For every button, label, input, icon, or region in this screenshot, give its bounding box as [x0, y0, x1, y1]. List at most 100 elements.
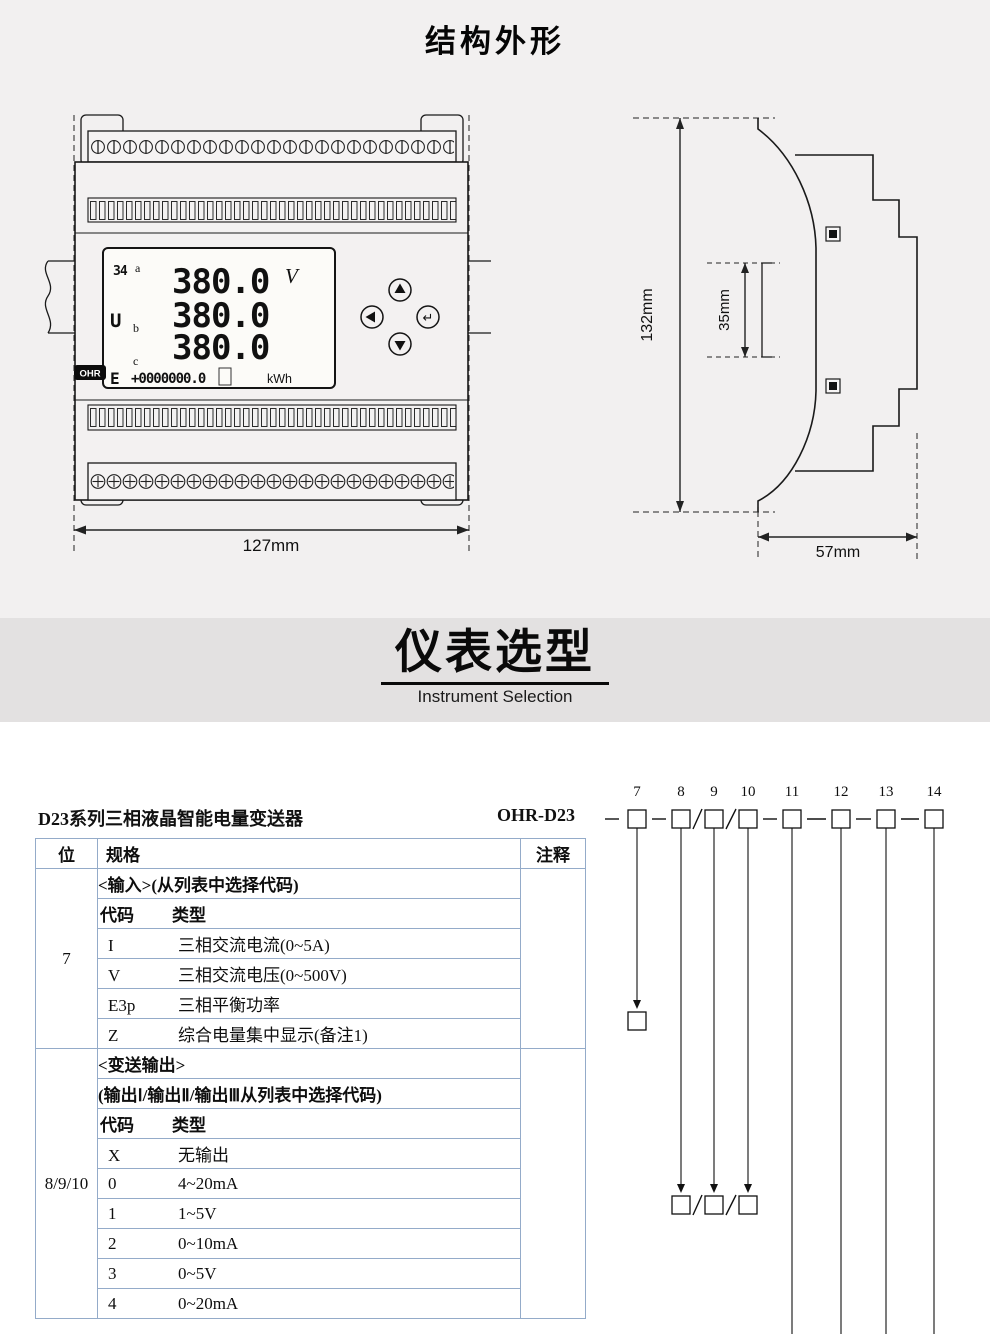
table-row: 2 0~10mA [36, 1228, 586, 1259]
order-box-7 [627, 809, 647, 829]
option-code: 4 [108, 1293, 117, 1313]
table-row: 1 1~5V [36, 1198, 586, 1229]
pos-value-8-9-10: 8/9/10 [35, 1048, 98, 1319]
option-type: 4~20mA [178, 1173, 239, 1193]
lcd-volt-unit: V [285, 264, 300, 288]
option-type: 三相交流电压(0~500V) [178, 966, 347, 985]
order-box-12 [831, 809, 851, 829]
order-code-diagram: 7 8 9 10 11 12 13 14 [605, 784, 944, 1334]
order-box-13 [876, 809, 896, 829]
table-row: 3 0~5V [36, 1258, 586, 1289]
button-glyphs: ↵ [365, 283, 433, 351]
selection-section: D23系列三相液晶智能电量变送器 OHR-D23 位 规格 注释 7 <输入>(… [35, 795, 586, 1319]
lcd-energy-unit: kWh [267, 372, 292, 386]
table-row: Z 综合电量集中显示(备注1) [36, 1018, 586, 1049]
option-code: 0 [108, 1173, 117, 1193]
group1-title: <输入>(从列表中选择代码) [97, 868, 521, 899]
option-code: Z [108, 1026, 119, 1045]
height-dimension [633, 117, 775, 513]
position-number-9: 9 [710, 784, 718, 800]
order-code-boxes [627, 809, 944, 829]
table-row: 7 <输入>(从列表中选择代码) [35, 868, 586, 1049]
order-box-14 [924, 809, 944, 829]
banner-subtitle: Instrument Selection [417, 687, 573, 706]
output3-target-box [738, 1195, 758, 1215]
col-header-pos: 位 [35, 838, 98, 869]
up-arrow-icon [394, 283, 406, 293]
option-type: 无输出 [178, 1146, 229, 1165]
option-code: E3p [108, 996, 136, 1015]
order-box-11 [782, 809, 802, 829]
option-type: 1~5V [178, 1203, 217, 1223]
option-code: 1 [108, 1203, 117, 1223]
position-number-13: 13 [879, 784, 894, 800]
lcd-voltage-row2: 380.0 [172, 296, 269, 336]
structure-title: 结构外形 [425, 24, 565, 59]
option-type: 三相交流电流(0~5A) [178, 936, 330, 955]
ventilation-ribs-top [87, 197, 457, 223]
option-type: 综合电量集中显示(备注1) [178, 1026, 368, 1045]
col-header-note: 注释 [520, 838, 586, 869]
table-row: X 无输出 [36, 1138, 586, 1169]
order-box-10 [738, 809, 758, 829]
rail-clip-screws [825, 226, 841, 394]
option-code: V [108, 966, 121, 985]
product-header-row: D23系列三相液晶智能电量变送器 OHR-D23 [35, 795, 585, 838]
option-type: 0~5V [178, 1263, 217, 1283]
connector-arrowheads [633, 1000, 752, 1193]
order-connector-lines [636, 828, 935, 1334]
type-header: 类型 [172, 906, 206, 925]
side-profile [757, 118, 918, 512]
lcd-phase-c-label: c [133, 354, 138, 368]
note-cell-group1 [520, 868, 586, 1049]
pos-value-7: 7 [35, 868, 98, 1049]
product-title: D23系列三相液晶智能电量变送器 [38, 809, 303, 829]
table-row: 代码类型 [36, 898, 586, 929]
enter-button-icon [416, 305, 440, 329]
lcd-display: 34 a 380.0 V U b 380.0 c 380.0 E +000000… [102, 247, 336, 389]
down-arrow-icon [394, 341, 406, 351]
order-box-9 [704, 809, 724, 829]
output2-target-box [704, 1195, 724, 1215]
position-number-11: 11 [785, 784, 799, 800]
group2-subtitle: (输出Ⅰ/输出Ⅱ/输出Ⅲ从列表中选择代码) [97, 1078, 521, 1109]
lcd-phase-b-label: b [133, 321, 139, 335]
col-header-spec: 规格 [97, 838, 521, 869]
side-clip-label: 35mm [716, 289, 733, 331]
brand-logo: OHR [74, 365, 106, 380]
clip-dimension [707, 262, 780, 358]
option-code: 3 [108, 1263, 117, 1283]
side-height-label: 132mm [639, 288, 656, 341]
note-cell-group2 [520, 1048, 586, 1319]
lcd-phase-a-label: a [135, 261, 141, 275]
depth-dimension [757, 433, 918, 560]
position-number-12: 12 [834, 784, 849, 800]
front-width-label: 127mm [243, 536, 300, 555]
lcd-energy-label: E [110, 369, 119, 388]
table-row: 8/9/10 <变送输出> [35, 1048, 586, 1319]
type-header: 类型 [172, 1116, 206, 1135]
ventilation-ribs-bottom [87, 404, 457, 431]
output1-target-box [671, 1195, 691, 1215]
side-view-drawing: 132mm 35mm 57mm [633, 117, 918, 561]
left-arrow-icon [365, 311, 375, 323]
position-numbers: 7 8 9 10 11 12 13 14 [633, 784, 942, 800]
top-terminal-strip [87, 130, 457, 163]
group2-title: <变送输出> [97, 1048, 521, 1079]
width-dimension [73, 115, 470, 555]
side-depth-label: 57mm [816, 544, 860, 561]
group2-subheader: 代码类型 [97, 1108, 521, 1139]
option-code: X [108, 1146, 121, 1165]
option-type: 0~10mA [178, 1233, 239, 1253]
brand-logo-text: OHR [79, 369, 100, 380]
position-number-14: 14 [927, 784, 943, 800]
order-box-8 [671, 809, 691, 829]
lcd-energy-counter: +0000000.0 [131, 371, 206, 387]
table-row: (输出Ⅰ/输出Ⅱ/输出Ⅲ从列表中选择代码) [36, 1078, 586, 1109]
option-code: 2 [108, 1233, 117, 1253]
lcd-u-label: U [110, 310, 121, 332]
position-number-7: 7 [633, 784, 641, 800]
